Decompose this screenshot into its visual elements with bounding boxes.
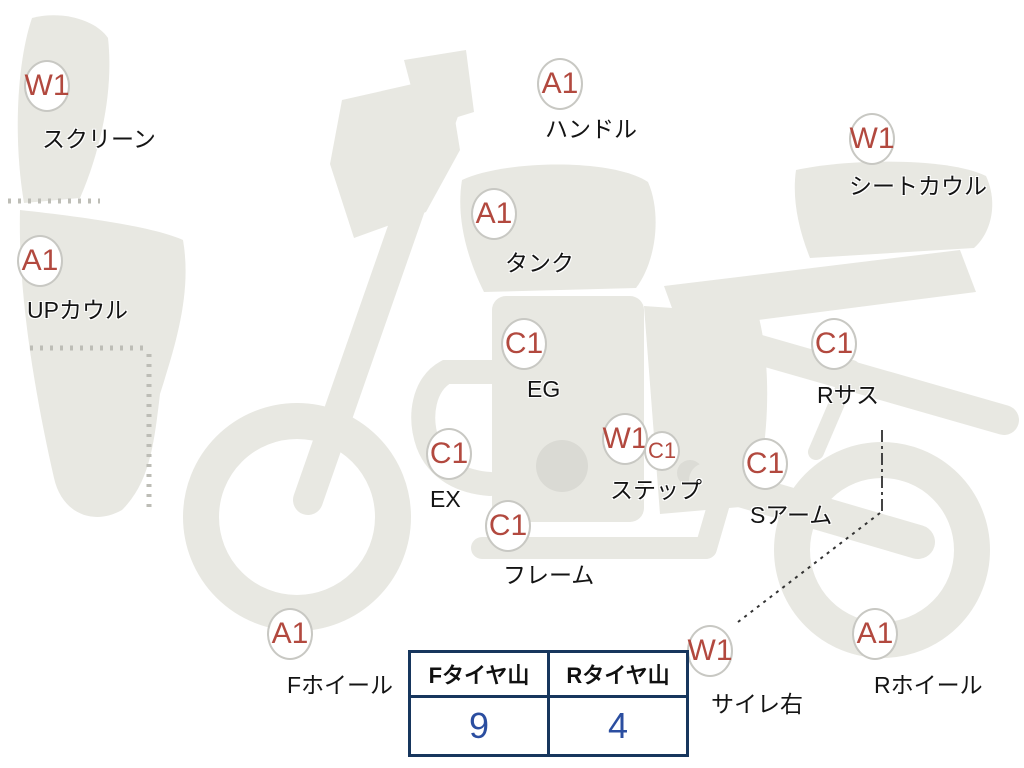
- front-tire-header: Fタイヤ山: [408, 650, 550, 698]
- part-name-label: UPカウル: [27, 297, 128, 323]
- part-name-label: サイレ右: [711, 691, 803, 717]
- condition-code-badge: A1: [537, 58, 583, 110]
- part-name-label: Rホイール: [874, 672, 983, 698]
- condition-code-badge: C1: [742, 438, 788, 490]
- condition-code-badge: A1: [471, 188, 517, 240]
- silencer-pointer-dotted-line: [737, 512, 881, 623]
- front-wheel-shape: [183, 403, 411, 631]
- part-name-label: タンク: [505, 250, 574, 276]
- seat-base-shape: [664, 250, 976, 330]
- condition-code-badge: A1: [267, 608, 313, 660]
- condition-code-badge: A1: [852, 608, 898, 660]
- rear-tire-value: 4: [547, 695, 689, 757]
- front-tire-value: 9: [408, 695, 550, 757]
- condition-code-badge: C1: [501, 318, 547, 370]
- part-name-label: シートカウル: [849, 173, 987, 199]
- condition-code-badge: C1: [485, 500, 531, 552]
- condition-code-badge: W1: [24, 60, 70, 112]
- part-name-label: Fホイール: [287, 672, 394, 698]
- crankcase-shape: [536, 440, 588, 492]
- rear-suspension-shape: [808, 360, 860, 460]
- handlebar-shape: [330, 76, 460, 238]
- tire-table-value-row: 9 4: [408, 695, 689, 757]
- part-name-label: ハンドル: [545, 116, 637, 142]
- condition-code-badge: W1: [849, 113, 895, 165]
- part-name-label: Rサス: [817, 382, 880, 408]
- part-name-label: スクリーン: [42, 126, 156, 152]
- part-name-label: EX: [430, 486, 461, 512]
- part-name-label: フレーム: [503, 562, 595, 588]
- rear-tire-header: Rタイヤ山: [547, 650, 689, 698]
- part-name-label: ステップ: [610, 477, 702, 503]
- condition-code-badge-secondary: C1: [644, 431, 680, 471]
- seat-cowl-shape: [794, 161, 993, 258]
- swing-arm-shape: [689, 463, 935, 559]
- condition-code-badge: A1: [17, 235, 63, 287]
- tire-tread-table: Fタイヤ山 Rタイヤ山 9 4: [408, 650, 689, 757]
- upper-cowl-shape: [19, 210, 186, 517]
- condition-code-badge: C1: [426, 428, 472, 480]
- condition-code-badge: W1: [602, 413, 648, 465]
- part-name-label: EG: [527, 376, 561, 402]
- tire-table-header-row: Fタイヤ山 Rタイヤ山: [408, 650, 689, 698]
- part-name-label: Sアーム: [750, 502, 833, 528]
- lower-frame-shape: [471, 475, 735, 559]
- condition-code-badge: W1: [687, 625, 733, 677]
- condition-code-badge: C1: [811, 318, 857, 370]
- cowl-seam-lines: [8, 198, 152, 514]
- screen-shape: [17, 15, 110, 204]
